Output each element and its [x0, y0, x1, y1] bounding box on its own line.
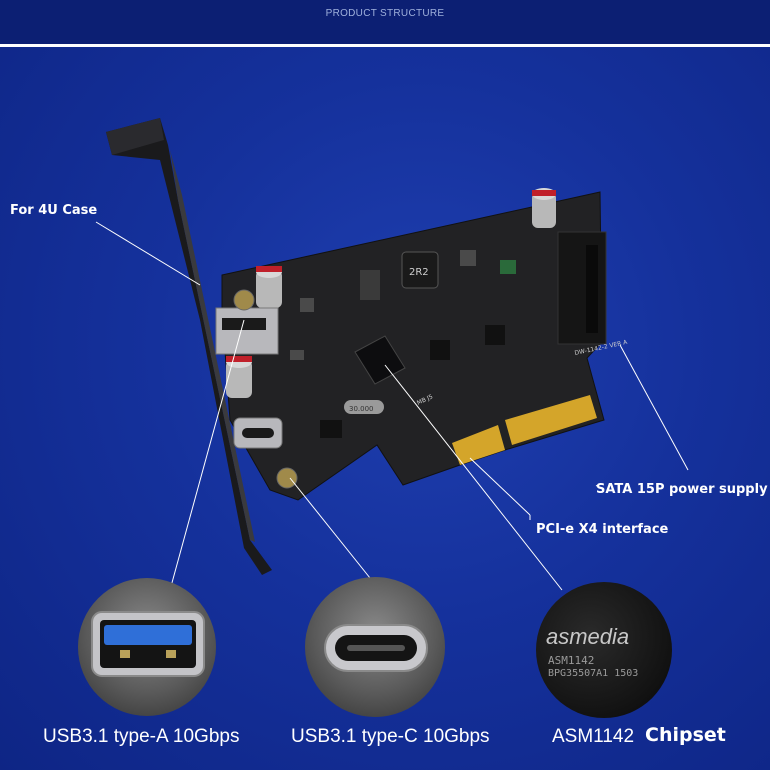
usb-a-port-board — [215, 307, 279, 355]
chip-on-board — [354, 335, 406, 385]
header-bar: PRODUCT STRUCTURE — [0, 0, 770, 45]
detail-chipset: asmedia ASM1142 BPG35507A1 1503 — [536, 582, 672, 718]
caption-chipset-word: Chipset — [645, 724, 726, 746]
chip-model: ASM1142 — [548, 654, 595, 667]
usb-c-port-icon — [324, 624, 428, 672]
label-4u-case: For 4U Case — [10, 203, 98, 218]
metal-bracket — [106, 118, 272, 575]
caption-type-a: USB3.1 type-A 10Gbps — [43, 726, 240, 747]
screw-top — [233, 289, 255, 311]
detail-usb-c — [305, 577, 445, 717]
callout-pcie — [469, 457, 531, 516]
sata-connector — [557, 231, 607, 345]
caption-chipset-model: ASM1142 — [552, 726, 635, 747]
callout-sata — [619, 344, 689, 471]
detail-usb-a — [78, 578, 216, 716]
inductor — [401, 251, 439, 289]
callout-type-c — [289, 477, 371, 579]
label-sata: SATA 15P power supply — [596, 482, 768, 497]
header-divider — [0, 44, 770, 47]
usb-a-port-icon — [91, 611, 205, 677]
callout-lines — [95, 221, 689, 591]
inductor-label: 2R2 — [409, 267, 429, 278]
callout-type-a — [169, 319, 245, 591]
pcb-board: 2R2 30.000 DW-1142-2 VER A MB J5 — [215, 188, 629, 501]
capacitor-top — [532, 188, 556, 228]
callout-chip — [384, 364, 563, 591]
screw-bottom — [276, 467, 298, 489]
pcie-fingers-short — [452, 425, 505, 465]
chip-brand: asmedia — [546, 624, 630, 649]
capacitor-upper — [256, 266, 282, 308]
callout-case — [95, 221, 201, 286]
header-title: PRODUCT STRUCTURE — [325, 8, 445, 19]
crystal — [344, 400, 384, 414]
crystal-label: 30.000 — [349, 405, 374, 413]
chip-lot: BPG35507A1 1503 — [548, 668, 639, 679]
label-pcie: PCI-e X4 interface — [536, 522, 669, 537]
capacitor-lower — [226, 356, 252, 398]
caption-type-c: USB3.1 type-C 10Gbps — [291, 726, 490, 747]
pcie-fingers-long — [505, 395, 597, 445]
